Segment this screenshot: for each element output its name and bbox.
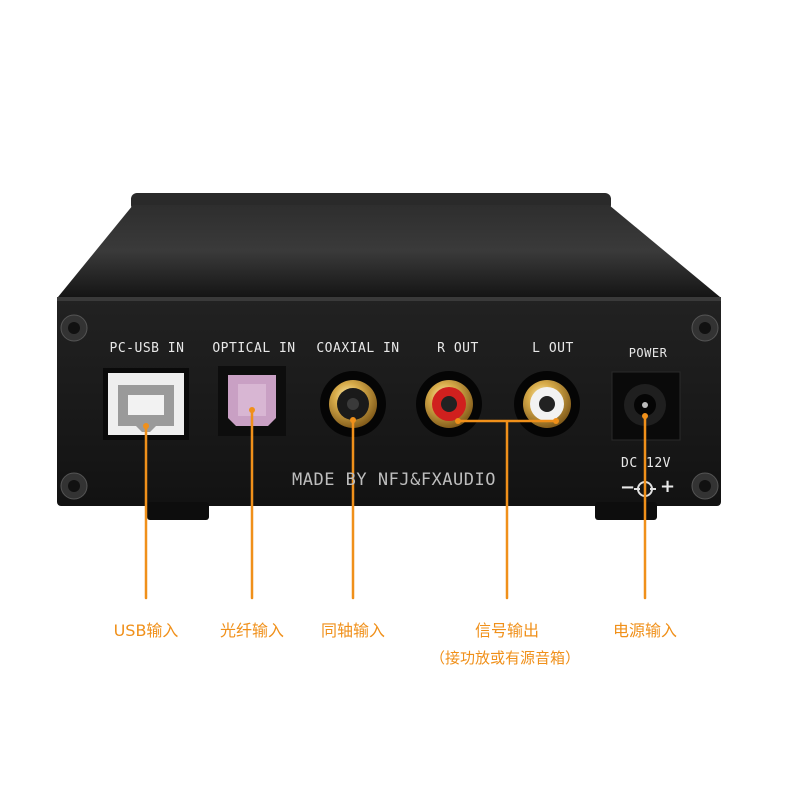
polarity-plus: + <box>660 476 676 497</box>
usb-callout-dot <box>143 423 149 429</box>
port-label-l-out: L OUT <box>532 341 574 356</box>
callout-power-input: 电源输入 <box>612 621 678 640</box>
chassis-rear-face <box>57 297 721 506</box>
foot-right <box>595 502 657 520</box>
optical-callout-dot <box>249 407 255 413</box>
chassis-top <box>58 193 720 297</box>
signal-l-callout-dot <box>553 418 559 424</box>
power-callout-dot <box>642 413 648 419</box>
dc-voltage-label: DC 12V <box>621 456 671 471</box>
port-label-r-out: R OUT <box>437 341 479 356</box>
polarity-minus: − <box>620 477 636 498</box>
port-label-power: POWER <box>628 346 668 360</box>
screw-icon <box>60 472 88 500</box>
maker-text: MADE BY NFJ&FXAUDIO <box>292 470 496 490</box>
coaxial-callout-dot <box>350 417 356 423</box>
screw-icon <box>691 472 719 500</box>
l-out-rca-jack <box>514 371 580 437</box>
callout-signal-note: （接功放或有源音箱） <box>429 649 581 667</box>
screw-icon <box>60 314 88 342</box>
screw-icon <box>691 314 719 342</box>
callout-signal-output: 信号输出 <box>474 621 540 640</box>
callout-optical-input: 光纤输入 <box>219 621 285 640</box>
foot-left <box>147 502 209 520</box>
signal-callout-line <box>456 419 558 600</box>
callout-usb-input: USB输入 <box>113 621 179 640</box>
r-out-rca-jack <box>416 371 482 437</box>
port-label-usb: PC-USB IN <box>109 341 185 356</box>
port-label-optical: OPTICAL IN <box>212 341 296 356</box>
callout-coaxial-input: 同轴输入 <box>320 621 386 640</box>
coaxial-rca-jack <box>320 371 386 437</box>
callout-lines <box>144 408 647 600</box>
port-label-coaxial: COAXIAL IN <box>316 341 400 356</box>
signal-r-callout-dot <box>455 418 461 424</box>
